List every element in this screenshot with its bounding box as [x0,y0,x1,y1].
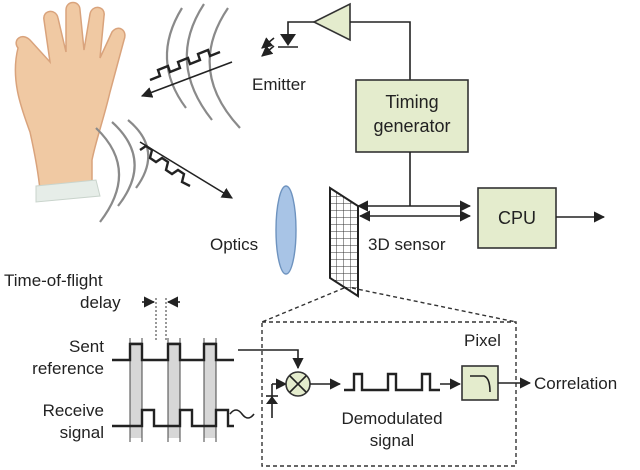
zoom-line-right [351,287,517,323]
sensor-grid-icon [329,186,359,298]
optics-label: Optics [210,235,258,254]
timing-label-line1: Timing [385,92,438,112]
sent-label-line2: reference [32,359,104,378]
tof-label-line2: delay [80,293,121,312]
cpu-label: CPU [498,208,536,228]
demod-label-line1: Demodulated [341,409,442,428]
emitted-pulse-arrow [140,48,233,98]
receive-signal-waveform [112,408,234,428]
mixer-multiply-icon [285,371,311,397]
correlation-label: Correlation [534,374,617,393]
emitter-label: Emitter [252,75,306,94]
demod-label-line2: signal [370,431,414,450]
lowpass-filter-icon [461,365,499,401]
receive-label-line1: Receive [43,401,104,420]
led-diode-icon [261,34,298,57]
sent-reference-waveform [112,342,234,362]
received-light-squiggle [229,409,255,419]
photodiode-icon [266,384,278,418]
lens-icon [275,185,297,275]
reference-to-mixer-wire [238,349,304,370]
reflected-pulse-arrow [139,141,233,199]
tof-label-line1: Time-of-flight [4,271,103,290]
pixel-label: Pixel [464,331,501,350]
demodulated-waveform [344,372,440,392]
sensor-label: 3D sensor [368,235,446,254]
zoom-line-left [261,287,345,323]
pixel-dashed-box [261,321,517,467]
hand-icon [14,1,126,203]
sent-label-line1: Sent [69,337,104,356]
amp-wire [350,21,411,80]
amplifier-triangle-icon [312,2,351,42]
receive-label-line2: signal [60,423,104,442]
timing-generator-box: Timing generator [355,79,469,153]
led-wire [287,21,314,34]
emitted-wave-arcs [165,3,241,129]
cpu-box: CPU [477,187,557,249]
reflected-wave-arcs [95,119,150,223]
timing-label-line2: generator [373,116,450,136]
